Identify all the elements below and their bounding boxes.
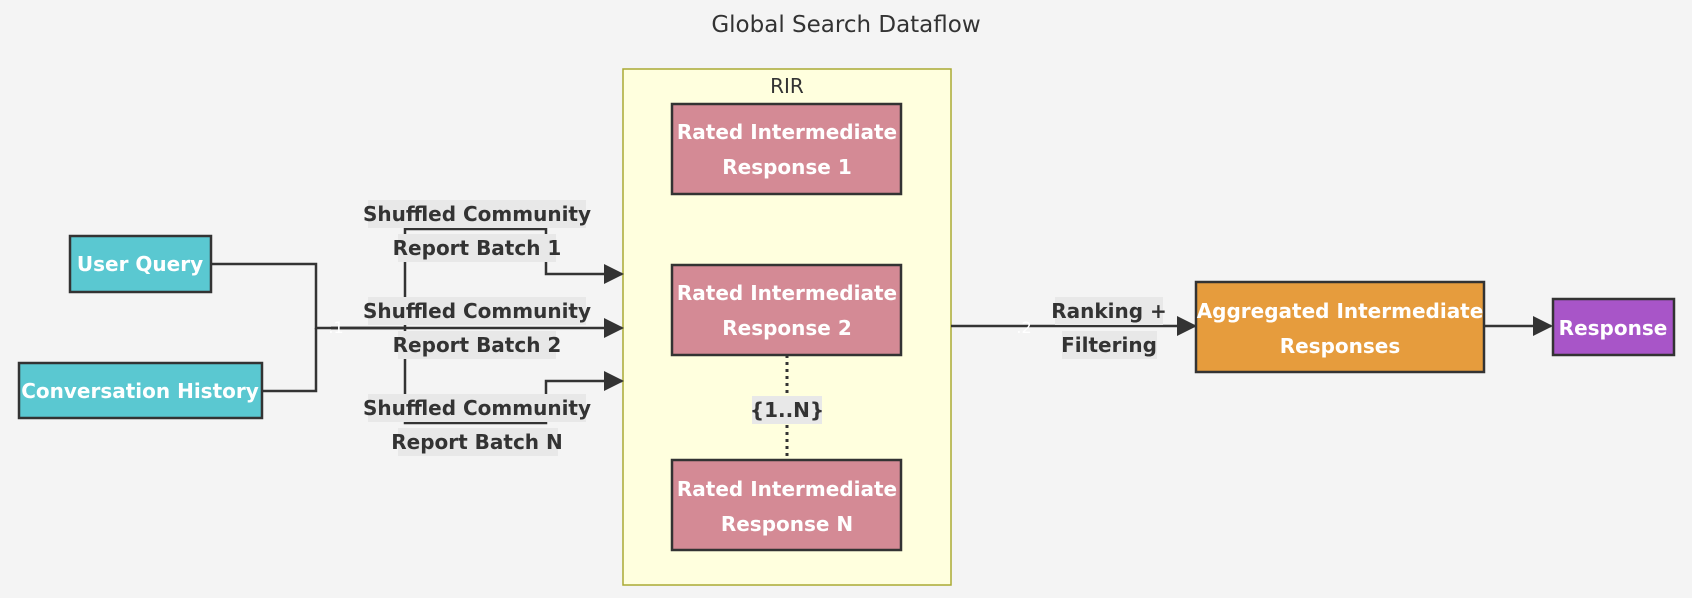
edge-label-bg-ranking [1055,297,1163,325]
edge-label-filtering: Filtering [1061,333,1157,357]
node-rated-response-n[interactable]: Rated Intermediate Response N [670,458,903,552]
node-user-query[interactable]: User Query [68,234,213,294]
node-conversation-history-label: Conversation History [21,379,259,403]
edge-label-batch-2-line1: Shuffled Community [363,299,591,323]
edge-label-batch-1-line1: Shuffled Community [363,202,591,226]
junction-label-1: .1 [328,318,343,337]
node-rated-response-n-line1: Rated Intermediate [677,477,897,501]
edge-label-batch-n-line2: Report Batch N [391,430,563,454]
edge-label-batch-2-line2: Report Batch 2 [393,333,562,357]
edge-label-bg-multiplicity [752,396,822,424]
edge-label-multiplicity: {1..N} [750,398,824,422]
rir-group-label: RIR [770,74,804,98]
node-rated-response-2-line2: Response 2 [722,316,852,340]
node-aggregated-line2: Responses [1280,334,1401,358]
node-user-query-label: User Query [77,252,203,276]
edge-batch-n [331,326,624,425]
edge-conversation-to-junction [262,328,318,393]
node-rated-response-1-line1: Rated Intermediate [677,120,897,144]
node-rated-response-n-line2: Response N [721,512,853,536]
edge-label-batch-n-line1: Shuffled Community [363,396,591,420]
node-rated-response-2-line1: Rated Intermediate [677,281,897,305]
edge-label-bg-batch-1 [368,200,586,228]
node-response[interactable]: Response [1551,297,1676,357]
node-rated-response-2[interactable]: Rated Intermediate Response 2 [670,263,903,357]
edge-user-query-to-junction [211,262,331,330]
edge-label-bg-filtering [1062,331,1157,359]
node-rated-response-1-line2: Response 1 [722,155,852,179]
node-aggregated-responses[interactable]: Aggregated Intermediate Responses [1194,280,1486,374]
node-conversation-history[interactable]: Conversation History [17,361,264,420]
edge-label-bg-batch-1b [398,234,556,262]
node-response-label: Response [1559,316,1668,340]
edge-label-bg-batch-nb [398,428,558,456]
edge-label-ranking: Ranking + [1051,299,1167,323]
edge-label-bg-batch-2 [368,297,586,325]
edge-label-bg-batch-2b [398,331,556,359]
edge-label-bg-batch-n [368,394,586,422]
node-aggregated-line1: Aggregated Intermediate [1197,299,1484,323]
diagram-title: Global Search Dataflow [711,12,980,38]
junction-label-2: .2 [1016,318,1031,337]
node-rated-response-1[interactable]: Rated Intermediate Response 1 [670,102,903,196]
edge-label-batch-1-line2: Report Batch 1 [393,236,562,260]
